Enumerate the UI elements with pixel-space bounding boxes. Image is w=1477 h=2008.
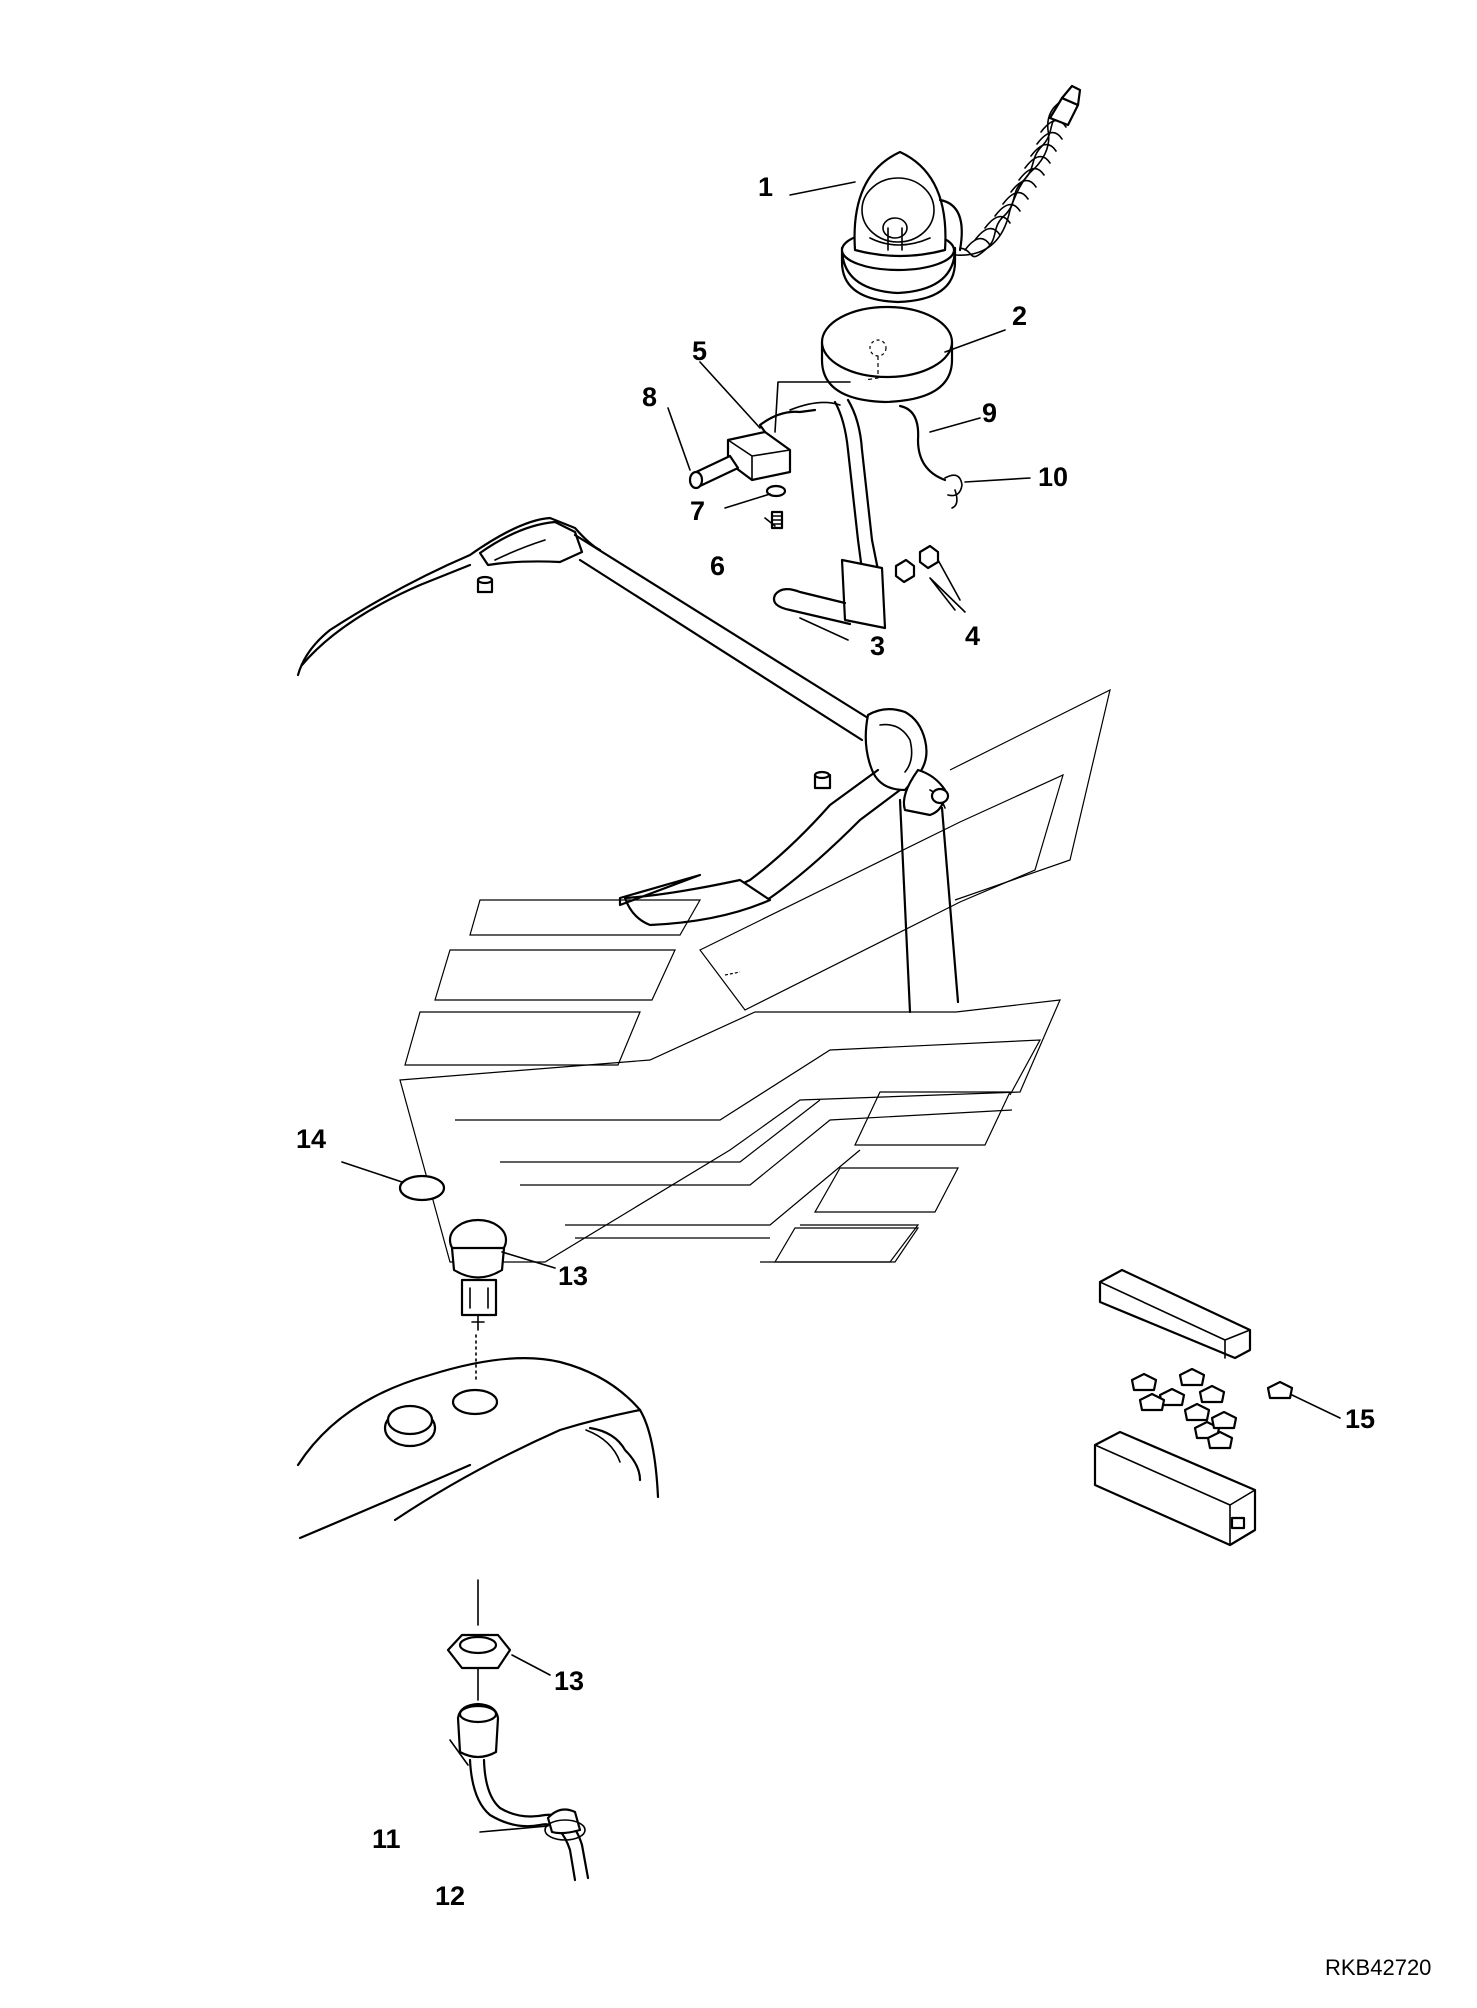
callout-11: 11 (372, 1824, 401, 1854)
connector-harness (456, 1667, 590, 1882)
drawing-reference-code: RKB42720 (1325, 1955, 1431, 1980)
callout-12: 12 (435, 1881, 465, 1911)
coiled-cable (954, 84, 1082, 258)
dashboard-console (296, 1357, 660, 1540)
cab-frame (296, 516, 960, 1014)
callout-7: 7 (690, 496, 705, 526)
callout-14: 14 (296, 1124, 326, 1154)
callout-15: 15 (1345, 1404, 1375, 1434)
switch-block (726, 381, 851, 482)
switch-nut (446, 1579, 512, 1670)
fuse-box (1093, 1268, 1294, 1547)
support-bracket (772, 398, 963, 630)
callout-8: 8 (642, 382, 657, 412)
cap-part-14 (398, 1174, 446, 1202)
plug-connector (688, 454, 740, 490)
callout-6: 6 (710, 551, 725, 581)
beacon-lamp (840, 150, 963, 304)
callout-13-nut: 13 (554, 1666, 584, 1696)
callout-2: 2 (1012, 301, 1027, 331)
callout-3: 3 (870, 631, 885, 661)
callout-10: 10 (1038, 462, 1068, 492)
callout-13-switch: 13 (558, 1261, 588, 1291)
callout-1: 1 (758, 172, 773, 202)
callout-5: 5 (692, 336, 707, 366)
callout-9: 9 (982, 398, 997, 428)
leader-lines (341, 181, 1341, 1833)
rocker-switch (448, 1218, 508, 1381)
magnetic-base (820, 305, 954, 404)
callout-4: 4 (965, 621, 980, 651)
cab-glass (399, 688, 1111, 1263)
